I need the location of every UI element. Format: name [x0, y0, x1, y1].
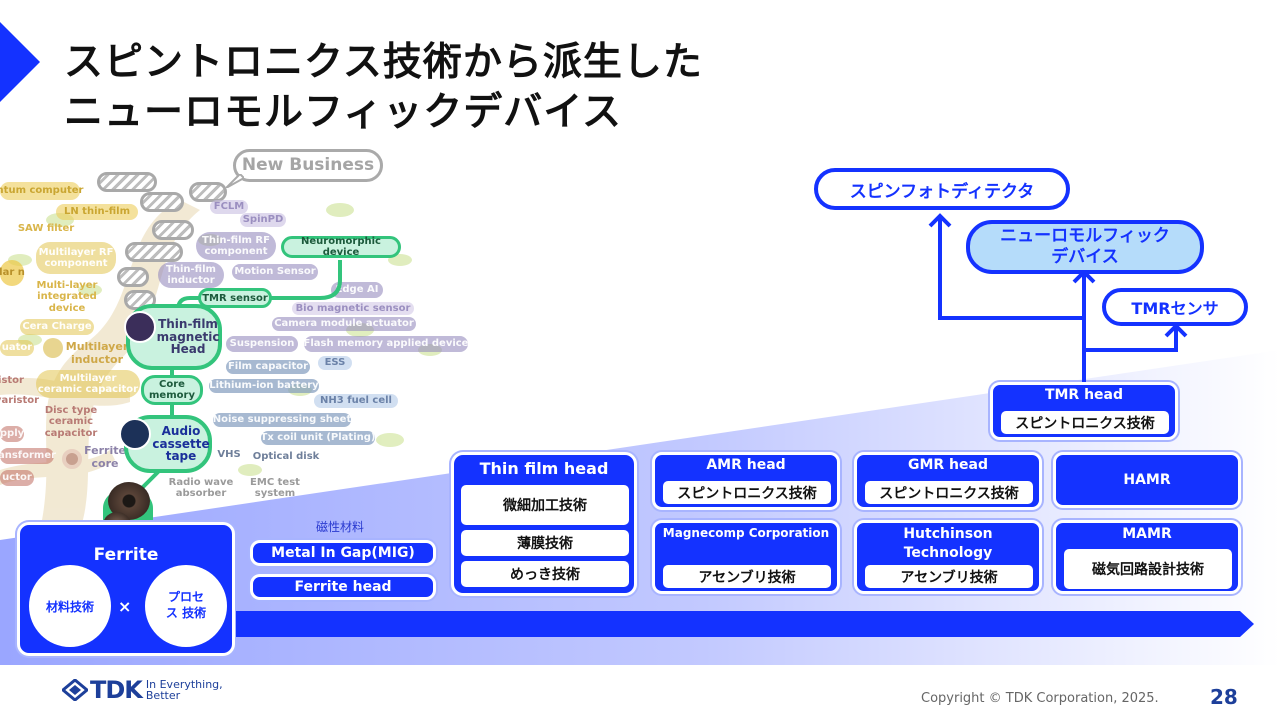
tag-motion-sensor: Motion Sensor: [232, 264, 318, 280]
tag-saw-filter: SAW filter: [17, 223, 75, 235]
mamr-circuit-design-item: 磁気回路設計技術: [1064, 549, 1232, 589]
new-business-bubble: New Business: [233, 149, 383, 182]
node-core-memory: Core memory: [141, 375, 203, 405]
placeholder-tag: [117, 267, 149, 287]
neuromorphic-device-pill: ニューロモルフィック デバイス: [966, 220, 1204, 274]
thin-film-head-title: Thin film head: [479, 459, 609, 478]
tag-spinpd: SpinPD: [240, 213, 286, 227]
title-chevron: [0, 22, 40, 102]
cassette-icon: [119, 418, 151, 450]
tag-transformer: ansformer: [0, 448, 56, 464]
amr-spintronics-item: スピントロニクス技術: [663, 481, 831, 504]
tag-quantum-computer: ntum computer: [0, 182, 83, 200]
tag-disc-capacitor: Disc type ceramic capacitor: [44, 404, 98, 439]
tmr-sensor-pill: TMRセンサ: [1102, 288, 1248, 326]
tdk-brand: TDK: [90, 676, 143, 704]
plating-tech-item: めっき技術: [461, 561, 629, 587]
magnecomp-box: Magnecomp Corporation アセンブリ技術: [652, 520, 840, 594]
tag-ferrite-core: Ferrite core: [84, 444, 126, 470]
tdk-logo: TDK In Everything, Better: [62, 676, 223, 704]
tag-bio-magnetic-sensor: Bio magnetic sensor: [292, 302, 414, 315]
tag-tx-coil: Tx coil unit (Plating): [260, 431, 376, 445]
tag-fclm: FCLM: [210, 200, 248, 214]
tag-multi-layer-integrated: Multi-layer integrated device: [36, 279, 98, 314]
tag-noise-sheet: Noise suppressing sheet: [212, 413, 352, 427]
tmr-head-box: TMR head スピントロニクス技術: [990, 382, 1178, 440]
gmr-head-title: GMR head: [907, 457, 988, 473]
placeholder-tag: [152, 220, 194, 240]
tag-flash-memory: Flash memory applied device: [304, 336, 468, 352]
thin-film-tech-item: 薄膜技術: [461, 530, 629, 556]
tag-ess: ESS: [318, 356, 352, 370]
ferrite-head-box: Ferrite head: [250, 574, 436, 600]
tdk-logo-icon: [62, 679, 88, 701]
tmr-spintronics-item: スピントロニクス技術: [1001, 411, 1169, 434]
gmr-spintronics-item: スピントロニクス技術: [865, 481, 1033, 504]
page-number: 28: [1210, 685, 1238, 709]
hamr-box: HAMR: [1053, 452, 1241, 508]
tmr-head-title: TMR head: [1044, 387, 1124, 403]
tag-ln-thin-film: LN thin-film: [56, 204, 138, 220]
tag-lar: lar n: [0, 260, 25, 286]
magnecomp-title: Magnecomp Corporation: [662, 526, 830, 540]
placeholder-tag: [189, 182, 227, 202]
tag-camera-actuator: Camera module actuator: [272, 317, 416, 331]
thin-film-head-box: Thin film head 微細加工技術 薄膜技術 めっき技術: [451, 452, 637, 596]
tag-thin-film-rf: Thin-film RF component: [196, 232, 276, 260]
tag-film-capacitor: Film capacitor: [226, 360, 310, 374]
timeline-arrow: [236, 611, 1254, 637]
tag-varistor: varistor: [0, 395, 40, 407]
tag-nh3-fuel-cell: NH3 fuel cell: [314, 394, 398, 408]
node-tmr-sensor: TMR sensor: [198, 288, 272, 308]
tag-vhs: VHS: [217, 449, 241, 461]
ferrite-title: Ferrite: [93, 545, 159, 565]
copyright: Copyright © TDK Corporation, 2025.: [921, 691, 1159, 706]
tag-emc-test: EMC test system: [250, 476, 300, 500]
placeholder-tag: [125, 242, 183, 262]
tag-multilayer-inductor: Multilayer inductor: [65, 340, 129, 366]
ferrite-box: Ferrite 材料技術 × プロセス 技術: [17, 522, 235, 656]
ferrite-core-icon: [62, 449, 82, 469]
hutchinson-title-2: Technology: [903, 545, 993, 561]
placeholder-tag: [97, 172, 157, 192]
process-tech-circle: プロセス 技術: [145, 565, 227, 647]
neuro-line2: デバイス: [1051, 247, 1119, 267]
material-tech-circle: 材料技術: [29, 565, 111, 647]
page-title: スピントロニクス技術から派生した ニューロモルフィックデバイス: [64, 40, 703, 135]
amr-head-title: AMR head: [706, 457, 786, 473]
inductor-icon: [43, 338, 63, 358]
placeholder-tag: [140, 192, 184, 212]
bubble-tail: [226, 174, 244, 188]
mamr-title: MAMR: [1122, 526, 1172, 542]
magnecomp-assembly-item: アセンブリ技術: [663, 565, 831, 588]
tag-istor: istor: [0, 375, 24, 387]
tag-cera-charge: Cera Charge: [20, 319, 94, 335]
hutchinson-assembly-item: アセンブリ技術: [865, 565, 1033, 588]
tag-thin-film-inductor: Thin-film inductor: [158, 262, 224, 288]
node-neuromorphic-device: Neuromorphic device: [281, 236, 401, 258]
tag-edge-ai: Edge AI: [331, 282, 383, 298]
tag-suspension: Suspension: [226, 336, 298, 352]
magnetic-head-icon: [124, 311, 156, 343]
micro-fabrication-item: 微細加工技術: [461, 485, 629, 525]
mig-box: Metal In Gap(MIG): [250, 540, 436, 566]
tag-inductor: uctor: [0, 470, 34, 486]
tag-optical-disk: Optical disk: [252, 451, 320, 463]
tag-supply: pply: [0, 426, 24, 442]
hutchinson-title-1: Hutchinson: [903, 526, 993, 542]
tag-multilayer-rf: Multilayer RF component: [36, 242, 116, 274]
times-symbol: ×: [118, 597, 132, 616]
spin-photodetector-pill: スピンフォトディテクタ: [814, 168, 1070, 210]
tag-mlcc: Multilayer ceramic capacitor: [36, 370, 140, 398]
tag-actuator: uator: [0, 340, 34, 356]
neuro-line1: ニューロモルフィック: [1000, 225, 1170, 246]
tag-radio-wave-absorber: Radio wave absorber: [168, 476, 234, 500]
mamr-box: MAMR 磁気回路設計技術: [1053, 520, 1241, 594]
gmr-head-box: GMR head スピントロニクス技術: [854, 452, 1042, 510]
tag-lithium-ion: Lithium-ion battery: [209, 379, 319, 393]
amr-head-box: AMR head スピントロニクス技術: [652, 452, 840, 510]
hutchinson-box: Hutchinson Technology アセンブリ技術: [854, 520, 1042, 594]
tdk-tagline: In Everything, Better: [145, 678, 223, 702]
magnetic-material-label: 磁性材料: [316, 520, 365, 534]
